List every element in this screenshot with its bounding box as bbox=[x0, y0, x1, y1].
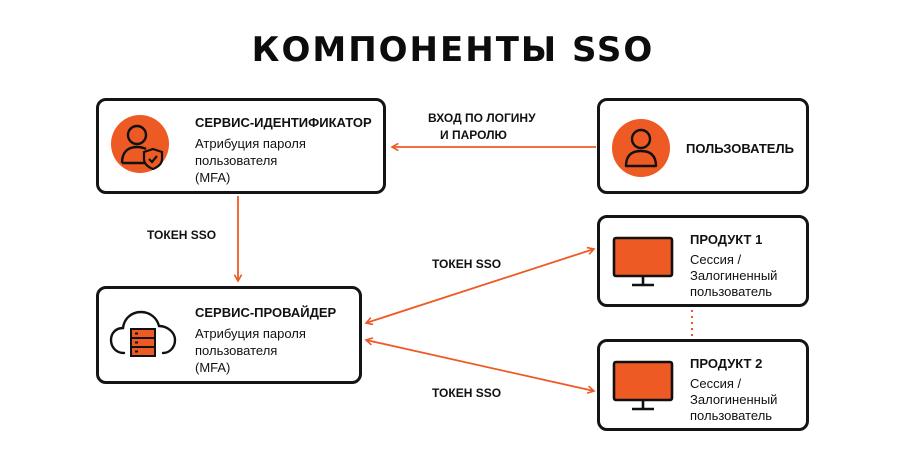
product-1-box: ПРОДУКТ 1 Сессия / Залогиненный пользова… bbox=[597, 215, 809, 307]
product-1-desc-1: Сессия / bbox=[690, 252, 742, 267]
monitor-icon bbox=[612, 236, 674, 287]
product-2-desc-2: Залогиненный bbox=[690, 392, 778, 407]
identity-service-desc-2: пользователя bbox=[195, 153, 278, 168]
service-provider-desc-3: (MFA) bbox=[195, 360, 231, 375]
login-label-line-1: ВХОД ПО ЛОГИНУ bbox=[428, 111, 536, 125]
identity-service-title: СЕРВИС-ИДЕНТИФИКАТОР bbox=[195, 115, 372, 130]
service-provider-desc-2: пользователя bbox=[195, 343, 278, 358]
service-provider-title: СЕРВИС-ПРОВАЙДЕР bbox=[195, 305, 337, 320]
diagram-title: КОМПОНЕНТЫ SSO bbox=[251, 30, 655, 70]
product-2-title: ПРОДУКТ 2 bbox=[690, 356, 763, 371]
user-box: ПОЛЬЗОВАТЕЛЬ bbox=[597, 98, 809, 194]
user-icon bbox=[612, 119, 670, 177]
token-top-arrow bbox=[364, 246, 596, 326]
product-2-box: ПРОДУКТ 2 Сессия / Залогиненный пользова… bbox=[597, 339, 809, 431]
service-provider-desc-1: Атрибуция пароля bbox=[195, 326, 306, 341]
cloud-server-icon bbox=[109, 310, 177, 357]
user-shield-icon bbox=[111, 115, 169, 173]
product-1-desc-3: пользователь bbox=[690, 284, 773, 299]
login-label-line-2: И ПАРОЛЮ bbox=[440, 128, 507, 142]
token-label-bottom: ТОКЕН SSO bbox=[432, 386, 502, 400]
product-1-desc-2: Залогиненный bbox=[690, 268, 778, 283]
service-provider-box: СЕРВИС-ПРОВАЙДЕР Атрибуция пароля пользо… bbox=[96, 286, 362, 384]
identity-service-desc-3: (MFA) bbox=[195, 170, 231, 185]
identity-service-box: СЕРВИС-ИДЕНТИФИКАТОР Атрибуция пароля по… bbox=[96, 98, 386, 194]
monitor-icon bbox=[612, 360, 674, 411]
token-label-top: ТОКЕН SSO bbox=[432, 257, 502, 271]
user-title: ПОЛЬЗОВАТЕЛЬ bbox=[686, 141, 794, 156]
product-2-desc-3: пользователь bbox=[690, 408, 773, 423]
identity-service-desc-1: Атрибуция пароля bbox=[195, 136, 306, 151]
product-1-title: ПРОДУКТ 1 bbox=[690, 232, 763, 247]
product-2-desc-1: Сессия / bbox=[690, 376, 742, 391]
token-label-left: ТОКЕН SSO bbox=[147, 228, 217, 242]
token-bottom-arrow bbox=[364, 337, 596, 394]
